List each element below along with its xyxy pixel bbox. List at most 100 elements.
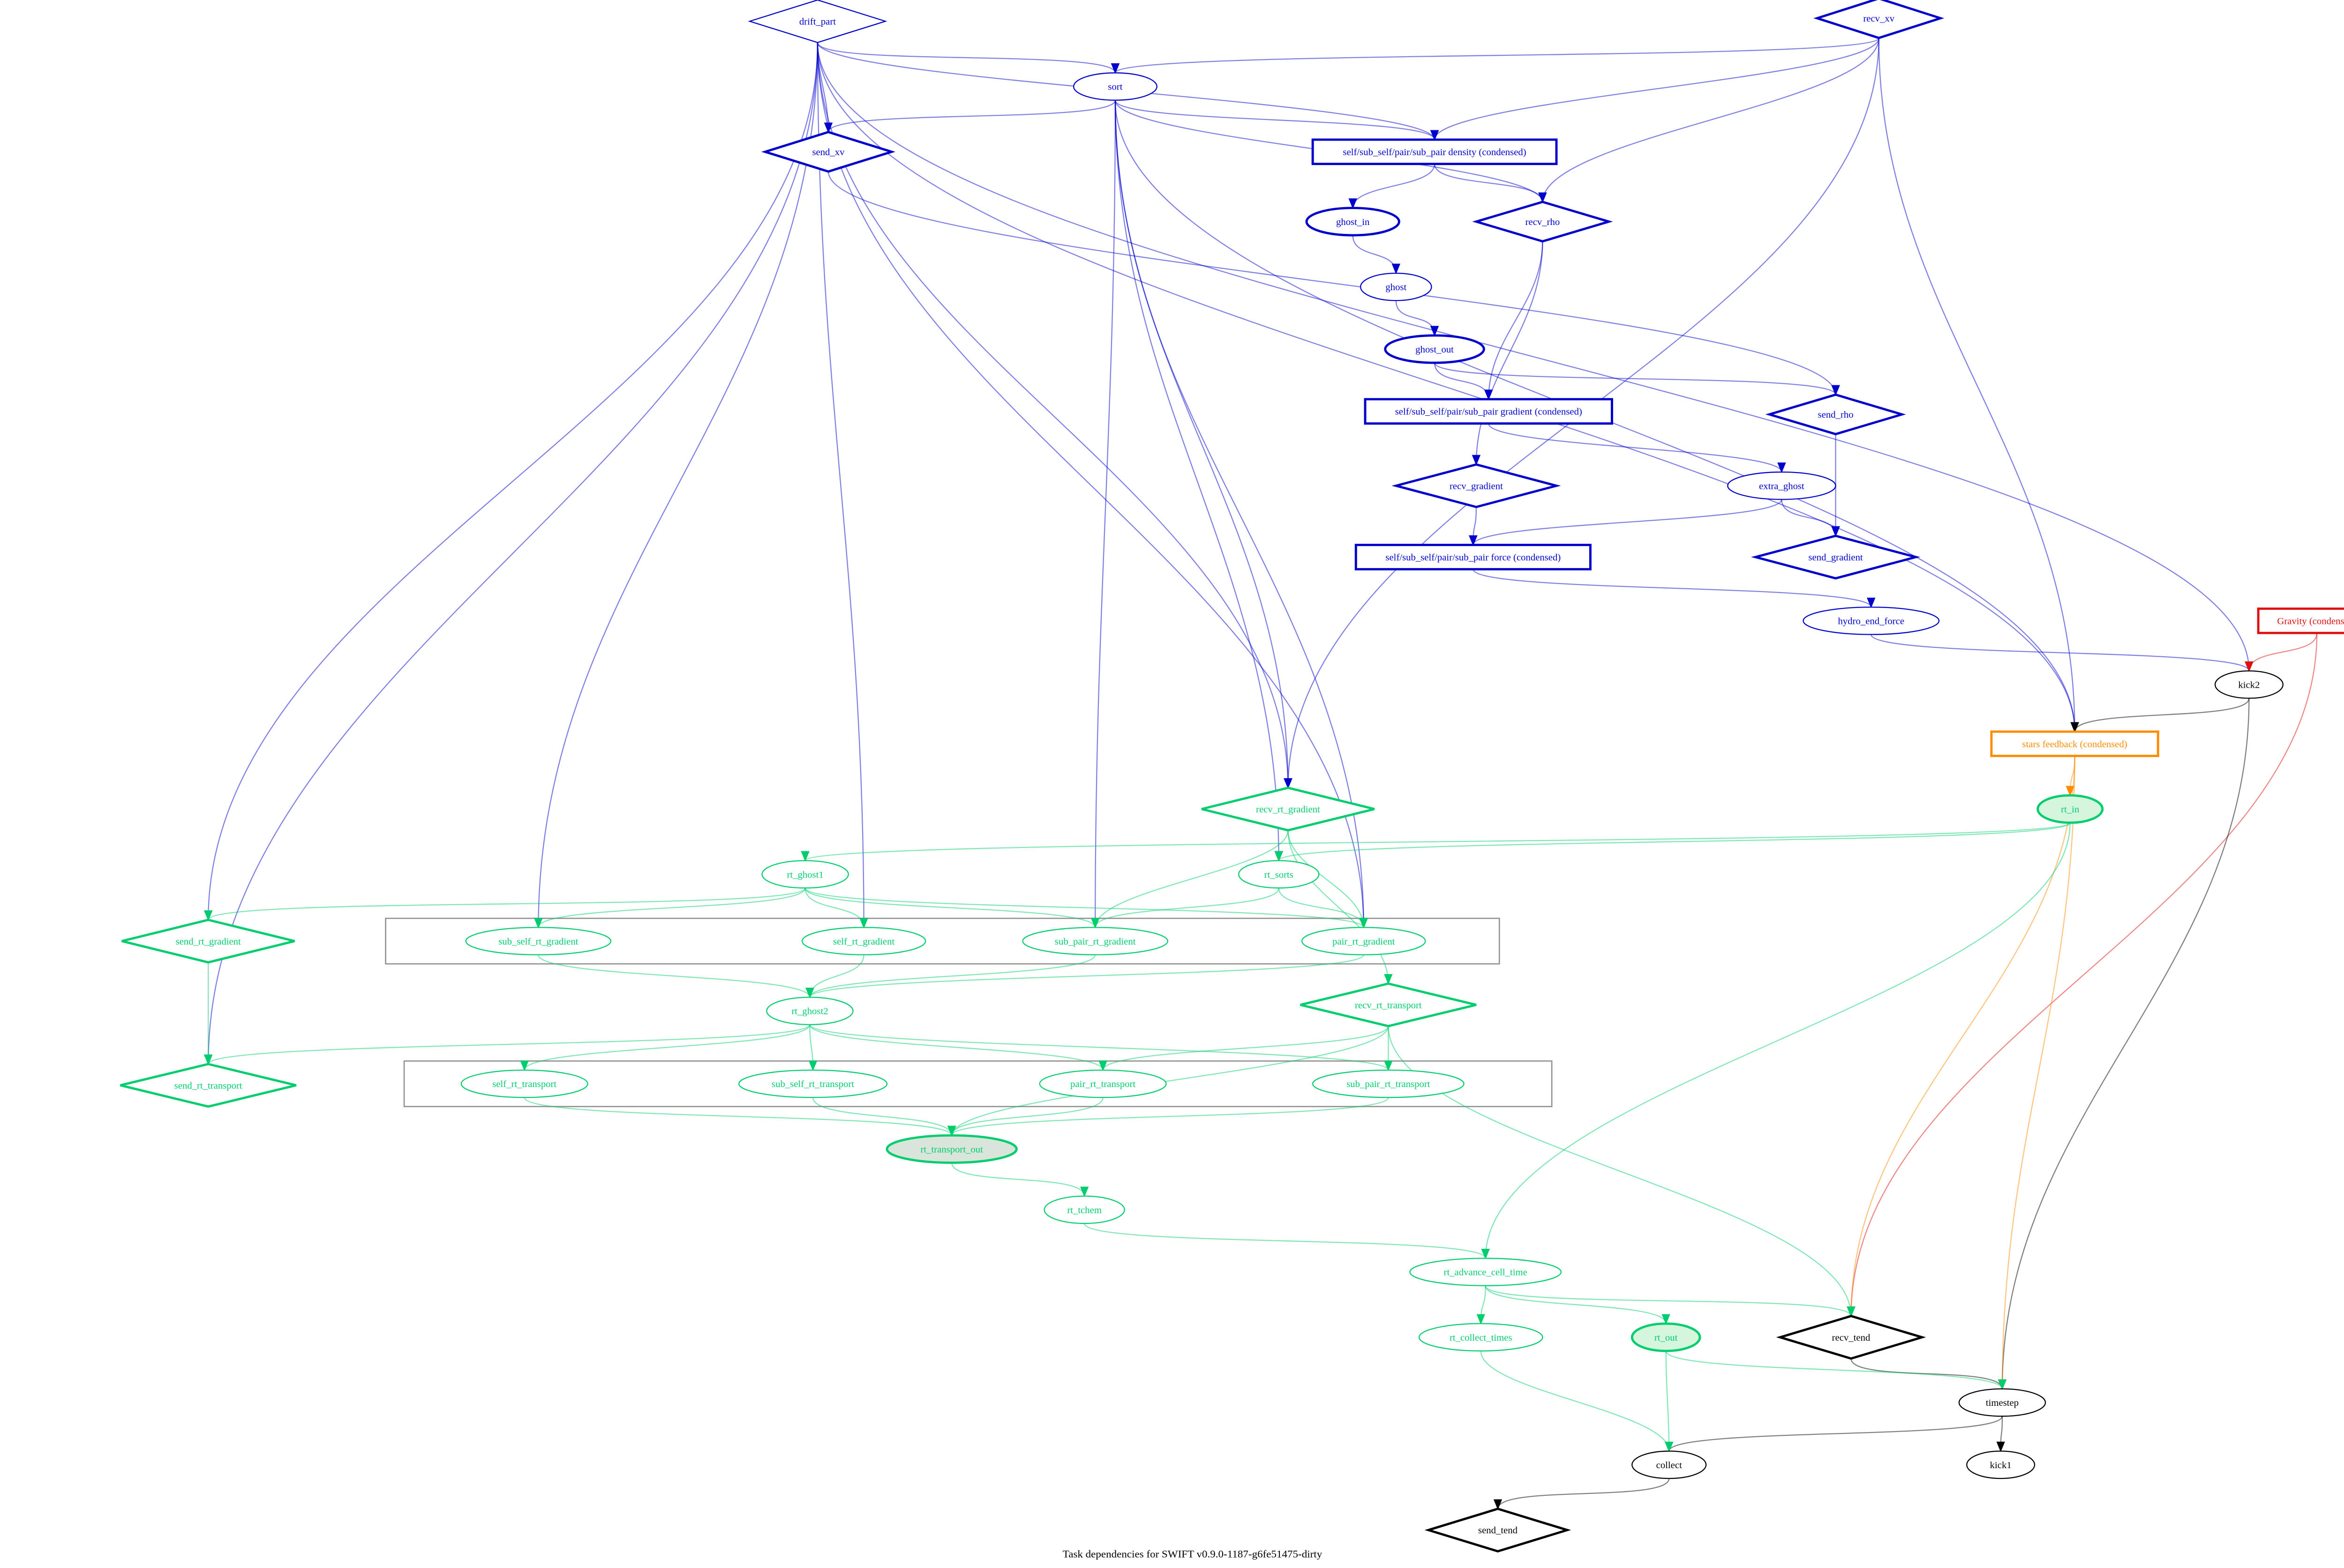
self_rt_transport-node: self_rt_transport — [460, 1069, 588, 1098]
edge-rt_ghost2-sub_pair_rt_transport — [809, 1024, 1393, 1072]
edge-extra_ghost-force — [1469, 499, 1782, 546]
edge-rt_in-rt_sorts — [1275, 822, 2071, 862]
recv_xv-node: recv_xv — [1813, 0, 1945, 39]
kick1-node: kick1 — [1966, 1450, 2036, 1479]
send_rt_transport-shape — [120, 1063, 297, 1108]
edge-rt_ghost1-self_rt_gradient — [804, 888, 868, 929]
edge-sort-pair_rt_gradient — [1114, 100, 1368, 929]
stars_feedback-node: stars feedback (condensed) — [1990, 730, 2159, 758]
edge-recv_xv-density — [1430, 38, 1879, 141]
edge-pair_rt_transport-rt_transport_out — [947, 1097, 1104, 1137]
edge-sort-density — [1114, 100, 1439, 141]
edge-sort-rt_sorts — [1114, 100, 1283, 862]
pair_rt_gradient-node: pair_rt_gradient — [1301, 927, 1426, 955]
edge-drift_part-stars_feedback — [817, 42, 2079, 733]
ghost_out-shape — [1384, 334, 1485, 364]
edge-rt_in-rt_ghost1 — [801, 822, 2071, 862]
timestep-node: timestep — [1958, 1388, 2046, 1417]
send_rt_gradient-shape — [121, 918, 295, 964]
collect-node: collect — [1631, 1450, 1707, 1479]
rt_collect_times-node: rt_collect_times — [1419, 1323, 1543, 1352]
rt_tchem-shape — [1044, 1195, 1125, 1224]
sub_self_rt_gradient-node: sub_self_rt_gradient — [465, 927, 612, 955]
rt_in-node: rt_in — [2036, 794, 2104, 824]
edge-sort-send_xv — [824, 100, 1116, 133]
rt_sorts-node: rt_sorts — [1238, 860, 1320, 889]
edge-rt_ghost1-sub_self_rt_gradient — [534, 888, 806, 929]
send_rho-node: send_rho — [1765, 393, 1906, 435]
edge-self_rt_transport-rt_transport_out — [524, 1097, 956, 1137]
gravity-shape — [2257, 608, 2344, 634]
edge-rt_sorts-sub_pair_rt_gradient — [1091, 888, 1279, 929]
edge-ghost-ghost_out — [1395, 300, 1439, 337]
edge-gravity-recv_tend — [1847, 633, 2318, 1317]
send_gradient-shape — [1751, 534, 1921, 580]
send_tend-node: send_tend — [1424, 1508, 1571, 1553]
edge-recv_rho-gradient — [1484, 241, 1543, 400]
edge-rt_ghost2-sub_self_rt_transport — [808, 1024, 818, 1072]
send_tend-shape — [1424, 1508, 1571, 1553]
edge-rt_ghost2-self_rt_transport — [520, 1024, 811, 1072]
edge-recv_rho-recv_gradient — [1472, 241, 1543, 466]
edge-recv_rt_gradient-recv_rt_transport — [1287, 830, 1393, 985]
ghost_in-shape — [1305, 207, 1400, 237]
edge-rt_ghost1-send_rt_gradient — [204, 887, 806, 921]
edge-rt_collect_times-collect — [1480, 1350, 1674, 1452]
recv_rho-shape — [1472, 201, 1613, 243]
edge-kick2-stars_feedback — [2070, 698, 2250, 733]
edge-kick2-timestep — [1998, 698, 2250, 1390]
edge-rt_ghost1-pair_rt_gradient — [804, 887, 1368, 929]
send_xv-node: send_xv — [761, 131, 896, 173]
edge-gravity-kick2 — [2245, 633, 2318, 672]
rt_tchem-node: rt_tchem — [1044, 1195, 1125, 1224]
edge-rt_out-timestep — [1665, 1350, 2006, 1390]
ghost-shape — [1360, 272, 1432, 301]
sub_self_rt_transport-node: sub_self_rt_transport — [738, 1069, 888, 1098]
edge-drift_part-sort — [817, 42, 1119, 74]
send_gradient-node: send_gradient — [1751, 534, 1921, 580]
recv_xv-shape — [1813, 0, 1945, 39]
edge-recv_rt_transport-rt_transport_out — [947, 1026, 1389, 1137]
pair_rt_transport-node: pair_rt_transport — [1039, 1069, 1167, 1098]
send_xv-shape — [761, 131, 896, 173]
hydro_end_force-node: hydro_end_force — [1803, 607, 1940, 635]
edge-recv_tend-timestep — [1850, 1358, 2007, 1390]
edge-gradient-extra_ghost — [1488, 423, 1786, 473]
edge-stars_feedback-timestep — [1998, 756, 2075, 1390]
density-shape — [1311, 138, 1558, 165]
edge-density-recv_rho — [1434, 164, 1547, 203]
edge-rt_advance_cell_time-rt_collect_times — [1476, 1285, 1486, 1325]
sub_self_rt_gradient-shape — [465, 927, 612, 955]
edge-timestep-collect — [1665, 1416, 2003, 1452]
edge-timestep-kick1 — [1996, 1416, 2005, 1452]
extra_ghost-node: extra_ghost — [1727, 471, 1836, 500]
drift_part-shape — [748, 0, 887, 43]
stars_feedback-shape — [1990, 730, 2159, 758]
rt_ghost1-node: rt_ghost1 — [761, 860, 849, 889]
rt_transport_out-shape — [886, 1134, 1018, 1164]
recv_tend-shape — [1776, 1314, 1926, 1360]
pair_rt_transport-shape — [1039, 1069, 1167, 1098]
kick2-shape — [2214, 670, 2284, 699]
rt_ghost1-shape — [761, 860, 849, 889]
edge-extra_ghost-send_gradient — [1781, 499, 1840, 537]
edge-drift_part-send_rt_gradient — [204, 42, 819, 921]
timestep-shape — [1958, 1388, 2046, 1417]
pair_rt_gradient-shape — [1301, 927, 1426, 955]
recv_rt_gradient-node: recv_rt_gradient — [1201, 787, 1375, 832]
recv_gradient-shape — [1391, 463, 1561, 509]
edge-density-ghost_in — [1348, 164, 1435, 209]
force-shape — [1354, 544, 1592, 570]
sub_pair_rt_gradient-node: sub_pair_rt_gradient — [1022, 927, 1169, 955]
recv_rt_transport-node: recv_rt_transport — [1300, 982, 1477, 1028]
edge-sub_self_rt_transport-rt_transport_out — [812, 1097, 956, 1137]
rt_sorts-shape — [1238, 860, 1320, 889]
kick2-node: kick2 — [2214, 670, 2284, 699]
rt_out-shape — [1630, 1322, 1701, 1352]
collect-shape — [1631, 1450, 1707, 1479]
self_rt_gradient-shape — [801, 927, 926, 955]
rt_ghost2-shape — [766, 997, 854, 1025]
edge-rt_tchem-rt_advance_cell_time — [1084, 1223, 1490, 1260]
edge-recv_rt_transport-pair_rt_transport — [1098, 1026, 1389, 1072]
